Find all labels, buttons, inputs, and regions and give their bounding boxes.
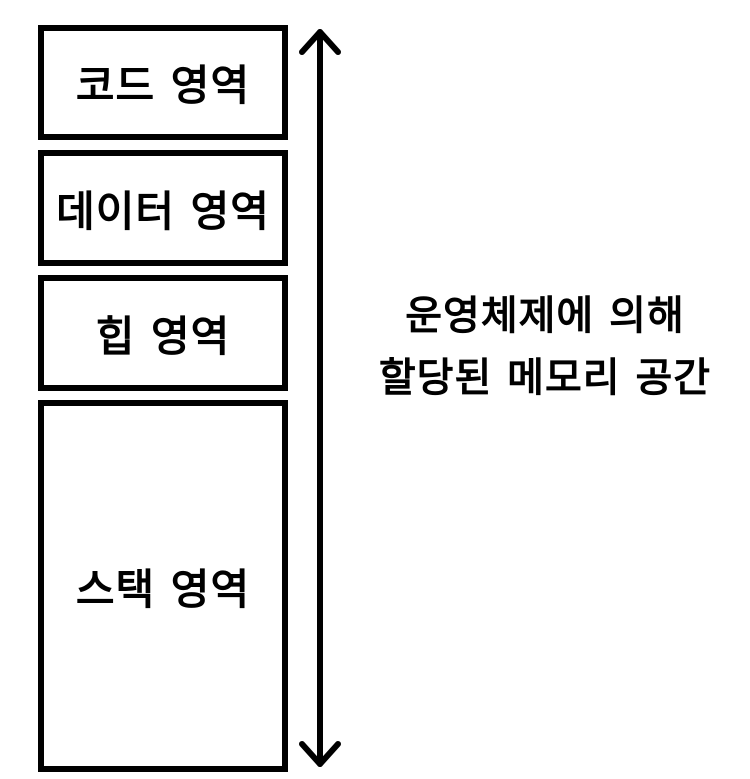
data-region-label: 데이터 영역 <box>56 186 270 236</box>
heap-region-label: 힙 영역 <box>95 311 231 361</box>
stack-region: 스택 영역 <box>38 400 288 772</box>
code-region-label: 코드 영역 <box>75 61 251 110</box>
code-region: 코드 영역 <box>38 25 288 140</box>
arrow-head-bottom <box>299 741 341 767</box>
memory-space-caption: 운영체제에 의해 할당된 메모리 공간 <box>345 285 745 409</box>
stack-region-label: 스택 영역 <box>75 564 251 614</box>
double-arrow-icon <box>299 29 341 767</box>
data-region: 데이터 영역 <box>38 150 288 266</box>
caption-line-2: 할당된 메모리 공간 <box>378 355 712 401</box>
caption-line-1: 운영체제에 의해 <box>405 293 685 339</box>
arrow-head-top <box>299 29 341 55</box>
heap-region: 힙 영역 <box>38 275 288 391</box>
